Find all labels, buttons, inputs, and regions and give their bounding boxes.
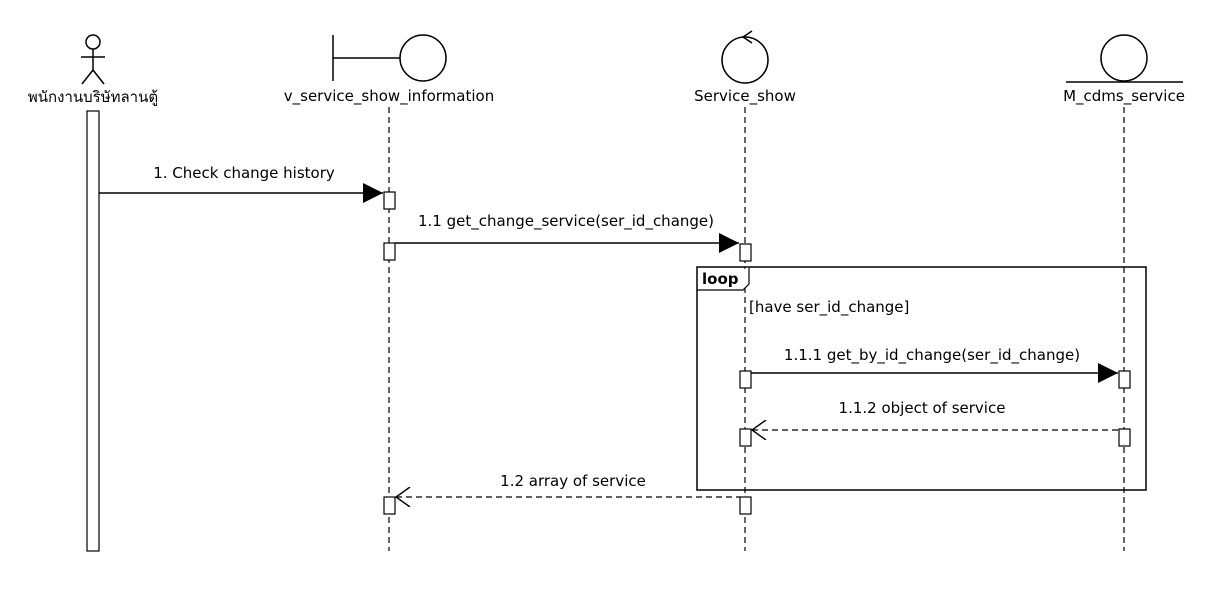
loop-frame xyxy=(696,266,1147,491)
boundary-participant: v_service_show_information xyxy=(284,34,494,551)
boundary-icon xyxy=(332,34,447,82)
boundary-activation-3 xyxy=(383,496,396,515)
loop-operator-label: loop xyxy=(702,270,739,288)
message-1-2-label: 1.2 array of service xyxy=(500,472,646,490)
control-icon xyxy=(721,30,769,84)
message-1-label: 1. Check change history xyxy=(153,164,335,182)
boundary-activation-1 xyxy=(383,191,396,210)
control-activation-4 xyxy=(739,496,752,515)
entity-name: M_cdms_service xyxy=(1063,87,1185,106)
entity-icon xyxy=(1066,34,1183,83)
boundary-name: v_service_show_information xyxy=(284,87,494,106)
actor-participant: พนักงานบริษัทลานตู้ xyxy=(28,34,158,552)
message-1-1-label: 1.1 get_change_service(ser_id_change) xyxy=(418,212,714,231)
actor-stick-figure-icon xyxy=(81,34,105,85)
entity-participant: M_cdms_service xyxy=(1063,34,1185,551)
message-1-1-2-label: 1.1.2 object of service xyxy=(839,399,1006,417)
message-1: 1. Check change history xyxy=(99,164,383,203)
message-1-1: 1.1 get_change_service(ser_id_change) xyxy=(395,212,739,253)
message-1-1-2: 1.1.2 object of service xyxy=(752,399,1119,430)
control-name: Service_show xyxy=(694,87,796,106)
entity-activation-1 xyxy=(1118,370,1131,389)
actor-name: พนักงานบริษัทลานตู้ xyxy=(28,88,158,106)
control-participant: Service_show xyxy=(694,30,796,551)
loop-fragment: loop [have ser_id_change] xyxy=(696,266,1147,491)
loop-guard: [have ser_id_change] xyxy=(749,298,909,317)
control-activation-2 xyxy=(739,370,752,389)
boundary-activation-2 xyxy=(383,242,396,261)
control-activation-1 xyxy=(739,243,752,262)
actor-activation-bar xyxy=(86,110,100,552)
message-1-1-1: 1.1.1 get_by_id_change(ser_id_change) xyxy=(751,346,1118,383)
entity-activation-2 xyxy=(1118,428,1131,447)
loop-operator-tab xyxy=(697,267,750,291)
control-activation-3 xyxy=(739,428,752,447)
message-1-1-1-label: 1.1.1 get_by_id_change(ser_id_change) xyxy=(784,346,1080,365)
message-1-2: 1.2 array of service xyxy=(396,472,740,497)
